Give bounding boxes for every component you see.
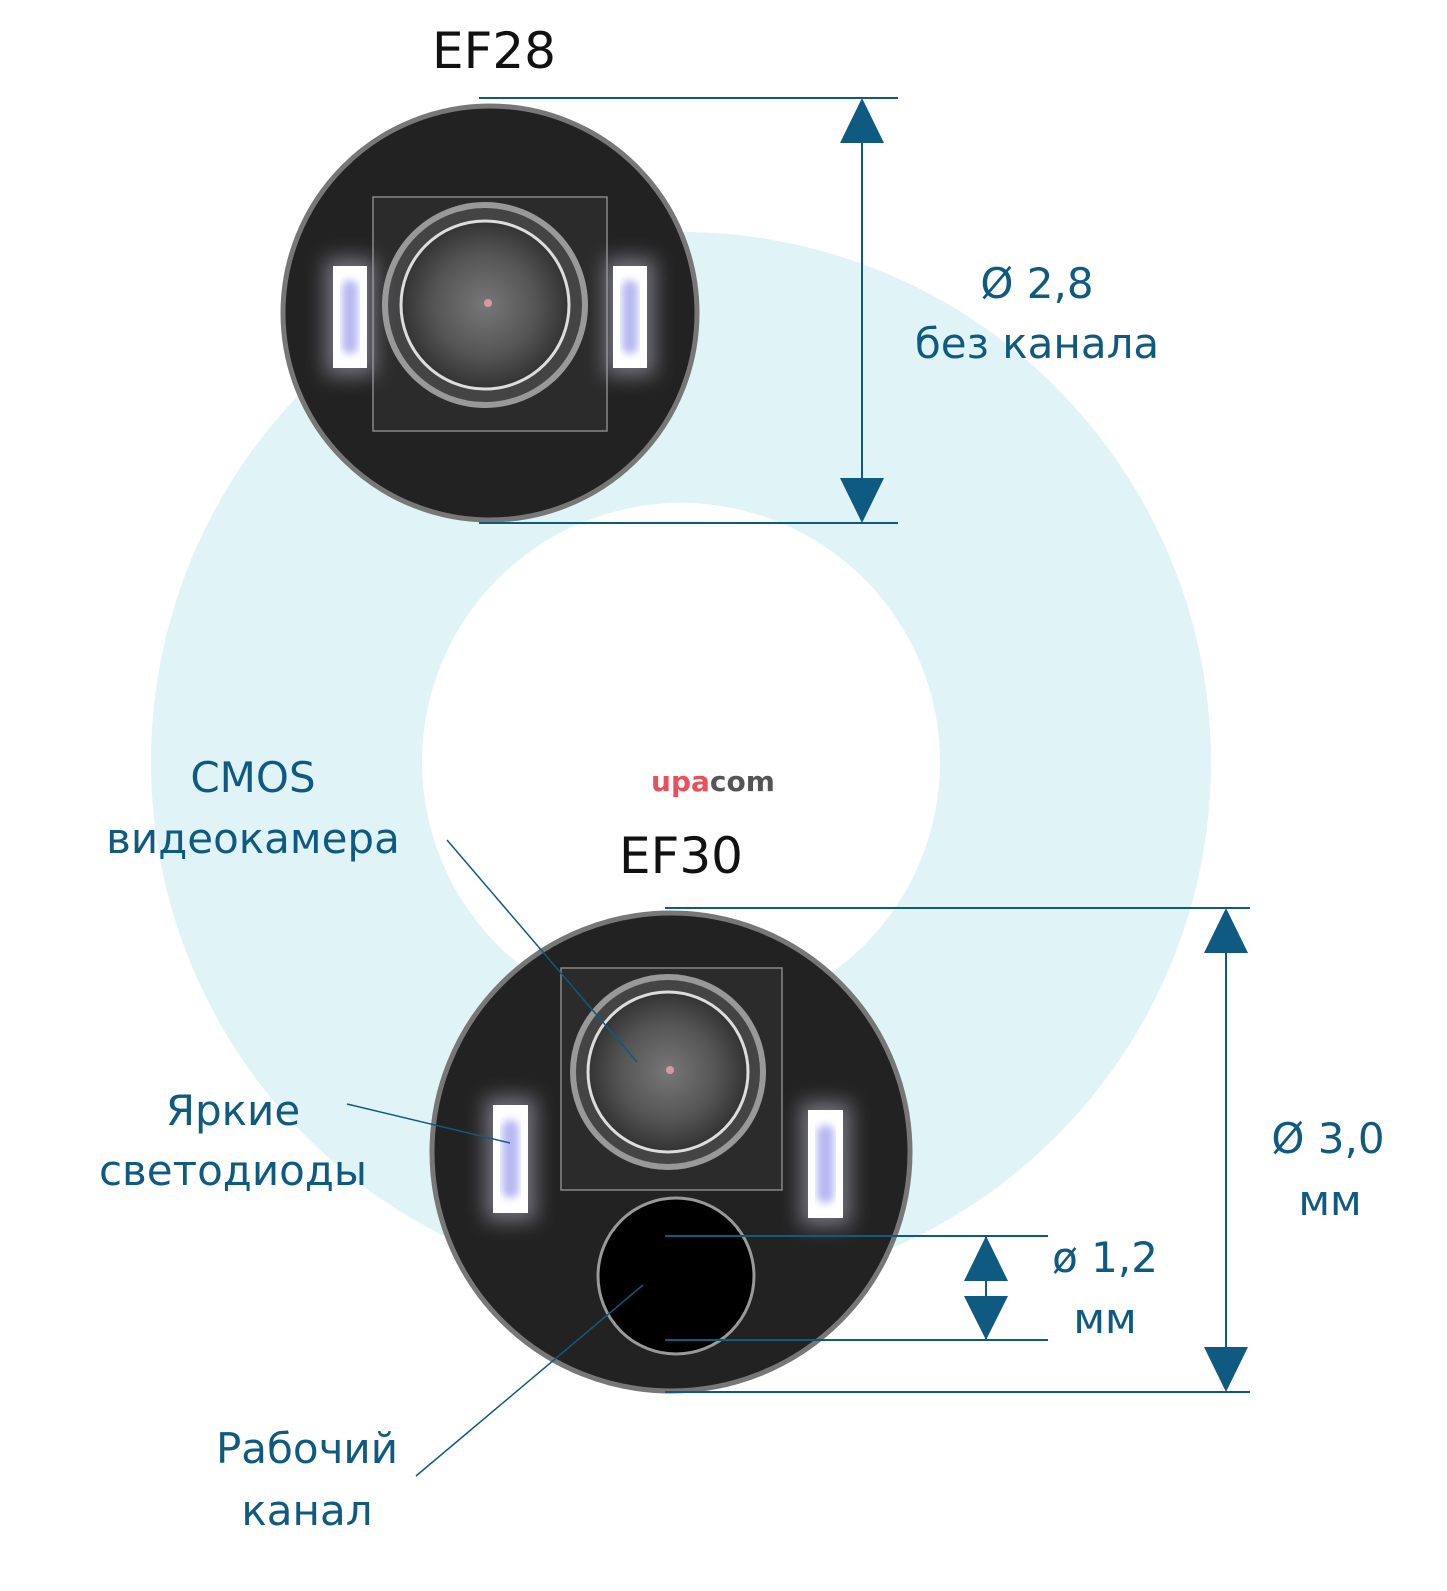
ef30-diameter-unit: мм: [1298, 1176, 1361, 1225]
camera-lens: [382, 202, 588, 408]
channel-diameter-dimension: [665, 1235, 1048, 1341]
working-channel: [596, 1196, 756, 1356]
ef28-diameter-dimension: [479, 97, 898, 524]
ef30-diameter-dimension: [665, 907, 1250, 1393]
svg-text:Рабочий: Рабочий: [216, 1424, 398, 1473]
ef28-note-label: без канала: [915, 319, 1159, 368]
callout-camera: CMOS видеокамера: [106, 753, 638, 1063]
callout-channel: Рабочий канал: [216, 1284, 644, 1535]
channel-diameter-unit: мм: [1073, 1294, 1136, 1343]
svg-text:CMOS: CMOS: [190, 753, 315, 802]
led-right: [800, 1102, 851, 1226]
callout-leds: Яркие светодиоды: [99, 1086, 511, 1195]
svg-text:канал: канал: [241, 1486, 372, 1535]
channel-diameter-label: ø 1,2: [1052, 1233, 1158, 1282]
ef28-title: EF28: [432, 22, 556, 80]
svg-text:Яркие: Яркие: [166, 1086, 300, 1135]
ef28-diameter-label: Ø 2,8: [980, 259, 1093, 308]
led-left: [485, 1097, 536, 1221]
svg-text:светодиоды: светодиоды: [99, 1146, 367, 1195]
led-right: [605, 258, 655, 376]
camera-lens: [570, 974, 766, 1170]
ef30-title: EF30: [619, 827, 743, 885]
svg-text:видеокамера: видеокамера: [106, 814, 400, 863]
led-left: [325, 258, 375, 376]
ef30-diameter-label: Ø 3,0: [1271, 1114, 1384, 1163]
ef28-endoscope-tip: [280, 103, 700, 523]
svg-text:upacom: upacom: [651, 765, 775, 798]
ef30-endoscope-tip: [429, 910, 913, 1394]
upacom-logo: upacom: [651, 765, 775, 798]
